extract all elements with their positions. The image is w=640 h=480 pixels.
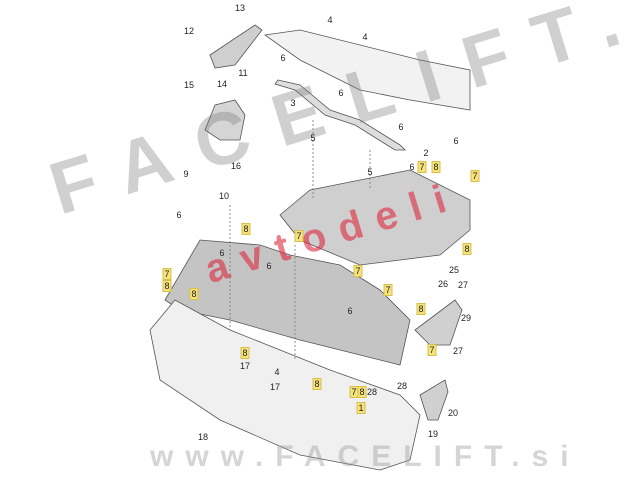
- callout-label: 6: [338, 88, 344, 98]
- side-bracket-26: [414, 299, 463, 346]
- cross-member: [263, 29, 471, 111]
- callout-label: 15: [183, 80, 195, 90]
- bracket-part-14: [204, 99, 246, 141]
- callout-label: 18: [197, 432, 209, 442]
- callout-label: 8: [416, 303, 426, 315]
- callout-label: 26: [437, 279, 449, 289]
- callout-label: 4: [362, 32, 368, 42]
- callout-label: 6: [398, 122, 404, 132]
- callout-label: 8: [162, 280, 172, 292]
- callout-label: 7: [470, 170, 480, 182]
- callout-label: 8: [312, 378, 322, 390]
- callout-label: 25: [448, 265, 460, 275]
- callout-label: 7: [162, 268, 172, 280]
- callout-label: 17: [239, 361, 251, 371]
- callout-label: 1: [356, 402, 366, 414]
- callout-label: 6: [453, 136, 459, 146]
- callout-label: 13: [234, 3, 246, 13]
- callout-label: 20: [447, 408, 459, 418]
- side-bracket-19: [419, 379, 449, 421]
- callout-label: 7: [383, 284, 393, 296]
- callout-label: 28: [366, 387, 378, 397]
- callout-label: 8: [431, 161, 441, 173]
- callout-label: 4: [327, 15, 333, 25]
- callout-label: 2: [423, 148, 429, 158]
- callout-label: 27: [457, 280, 469, 290]
- callout-label: 8: [241, 223, 251, 235]
- callout-label: 8: [240, 347, 250, 359]
- callout-label: 10: [218, 191, 230, 201]
- bracket-part-11: [209, 24, 263, 69]
- rear-undertray: [279, 169, 471, 266]
- callout-label: 14: [216, 79, 228, 89]
- callout-label: 4: [274, 367, 280, 377]
- callout-label: 29: [460, 313, 472, 323]
- callout-label: 8: [462, 243, 472, 255]
- callout-label: 7: [417, 161, 427, 173]
- callout-label: 7: [427, 344, 437, 356]
- callout-label: 11: [238, 68, 248, 78]
- callout-label: 6: [219, 248, 225, 258]
- callout-label: 6: [409, 162, 415, 172]
- callout-label: 7: [294, 230, 304, 242]
- callout-label: 19: [427, 429, 439, 439]
- leader-lines: [229, 120, 371, 360]
- front-undertray: [164, 239, 411, 366]
- callout-label: 17: [269, 382, 281, 392]
- reinforcement-strip-3: [274, 79, 406, 151]
- callout-label: 6: [347, 306, 353, 316]
- callout-label: 12: [183, 26, 195, 36]
- callout-label: 6: [176, 210, 182, 220]
- callout-label: 8: [189, 288, 199, 300]
- callout-label: 6: [266, 261, 272, 271]
- callout-label: 27: [452, 346, 464, 356]
- callout-label: 5: [310, 133, 316, 143]
- callout-label: 8: [357, 386, 367, 398]
- callout-label: 6: [280, 53, 286, 63]
- callout-label: 9: [183, 169, 189, 179]
- callout-label: 5: [367, 167, 373, 177]
- callout-label: 7: [353, 265, 363, 277]
- callout-label: 28: [396, 381, 408, 391]
- callout-label: 3: [290, 98, 296, 108]
- front-bumper: [149, 299, 421, 471]
- callout-label: 16: [230, 161, 242, 171]
